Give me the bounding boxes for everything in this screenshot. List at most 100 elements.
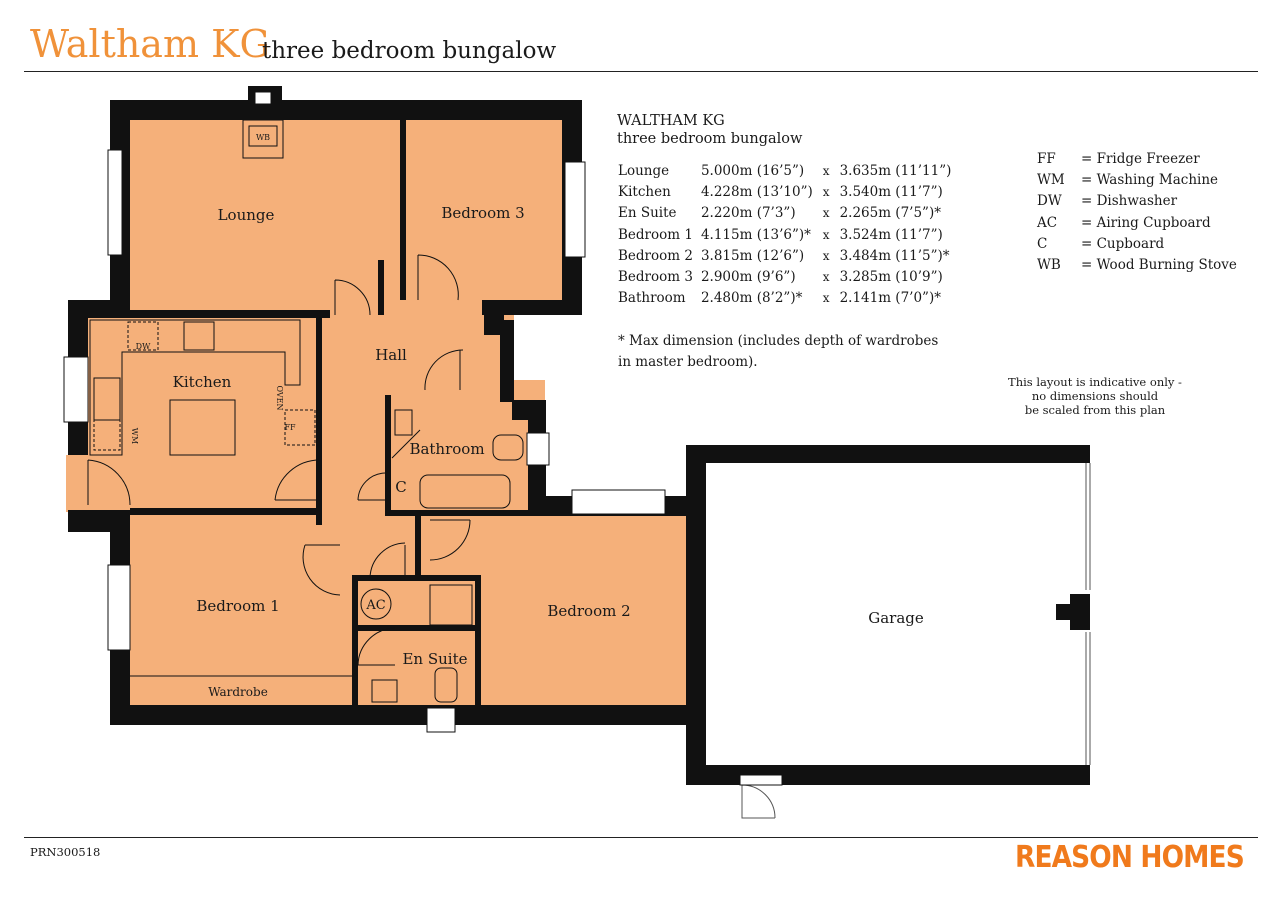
window-bedroom1	[107, 564, 131, 651]
wall-notch	[484, 300, 504, 335]
label-cupboard: C	[395, 478, 406, 496]
window-bedroom2	[571, 489, 666, 515]
legend-meaning: = Fridge Freezer	[1081, 150, 1200, 167]
wall-top	[110, 100, 582, 120]
page-subtitle: three bedroom bungalow	[262, 38, 557, 64]
dimension-x2: 2.141m (7’0”)*	[839, 290, 941, 307]
dimension-x1: 4.228m (13’10”)	[700, 183, 813, 200]
max-dimension-note: * Max dimension (includes depth of wardr…	[618, 331, 948, 373]
dishwasher	[127, 321, 159, 351]
partitions	[130, 120, 530, 705]
legend-row: WM = Washing Machine	[1035, 169, 1239, 190]
ensuite-toilet	[434, 667, 458, 703]
dimension-x1: 4.115m (13’6”)*	[700, 226, 811, 243]
partition-kitchen-hall	[316, 315, 322, 525]
partition-ensuite-top	[355, 625, 480, 631]
fill-kitchen-entry	[66, 455, 130, 512]
dimension-sep: x	[822, 184, 830, 199]
window-kitchen	[63, 356, 89, 423]
partition-lounge-bed3	[400, 120, 406, 300]
window-ensuite	[426, 707, 456, 733]
kitchen-island	[169, 399, 236, 456]
wall-bottom	[110, 705, 690, 725]
disclaimer-line2: no dimensions should	[1031, 389, 1159, 403]
legend-code: AC	[1037, 214, 1058, 231]
legend-meaning: = Washing Machine	[1081, 171, 1219, 188]
legend-meaning: = Dishwasher	[1081, 193, 1178, 210]
legend-row: WB= Wood Burning Stove	[1035, 254, 1239, 275]
dimension-sep: x	[822, 163, 830, 178]
legend-row: AC= Airing Cupboard	[1035, 212, 1239, 233]
dimension-sep: x	[822, 206, 830, 221]
plan-reference: PRN300518	[30, 845, 101, 859]
wall-garage-top	[686, 445, 1090, 463]
wood-burning-stove	[242, 119, 284, 159]
dimension-x2: 2.265m (7’5”)*	[839, 205, 941, 222]
disclaimer: This layout is indicative only - no dime…	[990, 375, 1200, 417]
label-wb: WB	[256, 133, 270, 142]
footer-rule	[24, 837, 1258, 838]
partition-lounge-kitchen	[130, 310, 330, 318]
dimension-sep: x	[822, 270, 830, 285]
bath-basin	[492, 434, 524, 461]
partition-ensuite-right	[475, 575, 481, 705]
wall-bath-notch	[500, 320, 514, 402]
info-title-line1: WALTHAM KG	[617, 113, 725, 129]
legend-code: C	[1037, 235, 1048, 252]
dimension-room: Bedroom 2	[618, 247, 693, 264]
washing-machine	[93, 419, 121, 451]
dimension-x2: 3.484m (11’5”)*	[839, 247, 950, 264]
disclaimer-line1: This layout is indicative only -	[1008, 375, 1182, 389]
wall-bedroom3-bottom	[482, 300, 582, 315]
dimension-x1: 2.480m (8’2”)*	[700, 290, 803, 307]
partition-kitchen-bed1	[130, 508, 320, 515]
brand-logo: REASON HOMES	[1015, 840, 1245, 875]
dimension-sep: x	[822, 248, 830, 263]
legend-code: WM	[1037, 171, 1065, 188]
label-wm: WM	[130, 428, 139, 444]
legend-row: DW = Dishwasher	[1035, 191, 1239, 212]
window-lounge	[107, 149, 123, 256]
legend-code: DW	[1037, 193, 1062, 210]
partition-bath-left	[385, 395, 391, 515]
label-oven: OVEN	[275, 385, 284, 410]
partition-hall-top	[378, 260, 384, 315]
fixtures	[89, 119, 524, 703]
legend-code: FF	[1037, 150, 1056, 167]
label-ensuite: En Suite	[402, 650, 467, 668]
shower-tray	[429, 584, 473, 626]
note-line1: * Max dimension (includes depth of wardr…	[618, 333, 939, 349]
label-garage: Garage	[868, 609, 924, 627]
partition-ac-top	[352, 575, 480, 581]
dimension-x1: 3.815m (12’6”)	[700, 247, 805, 264]
dimension-x2: 3.524m (11’7”)	[839, 226, 943, 243]
dimension-x1: 5.000m (16’5”)	[700, 162, 805, 179]
chimney-flue	[254, 91, 272, 105]
partition-bed2-left	[415, 515, 421, 580]
window-bathroom	[526, 432, 550, 466]
partition-bath-bottom	[385, 510, 530, 516]
airing-cupboard-circle	[360, 588, 392, 620]
label-airing: AC	[365, 598, 385, 613]
dimension-x1: 2.900m (9’6”)	[700, 269, 796, 286]
label-bathroom: Bathroom	[409, 440, 484, 458]
wall-garage-bottom-post	[1070, 765, 1090, 785]
label-lounge: Lounge	[218, 206, 275, 224]
label-hall: Hall	[375, 346, 407, 364]
window-bedroom3	[564, 161, 586, 258]
ensuite-basin	[371, 679, 398, 703]
dimension-x2: 3.635m (11’11”)	[839, 162, 952, 179]
legend-code: WB	[1037, 257, 1061, 274]
dimension-sep: x	[822, 291, 830, 306]
wall-garage-top-post	[1070, 445, 1090, 463]
door-swings	[87, 254, 471, 666]
kitchen-worktop	[89, 319, 301, 456]
